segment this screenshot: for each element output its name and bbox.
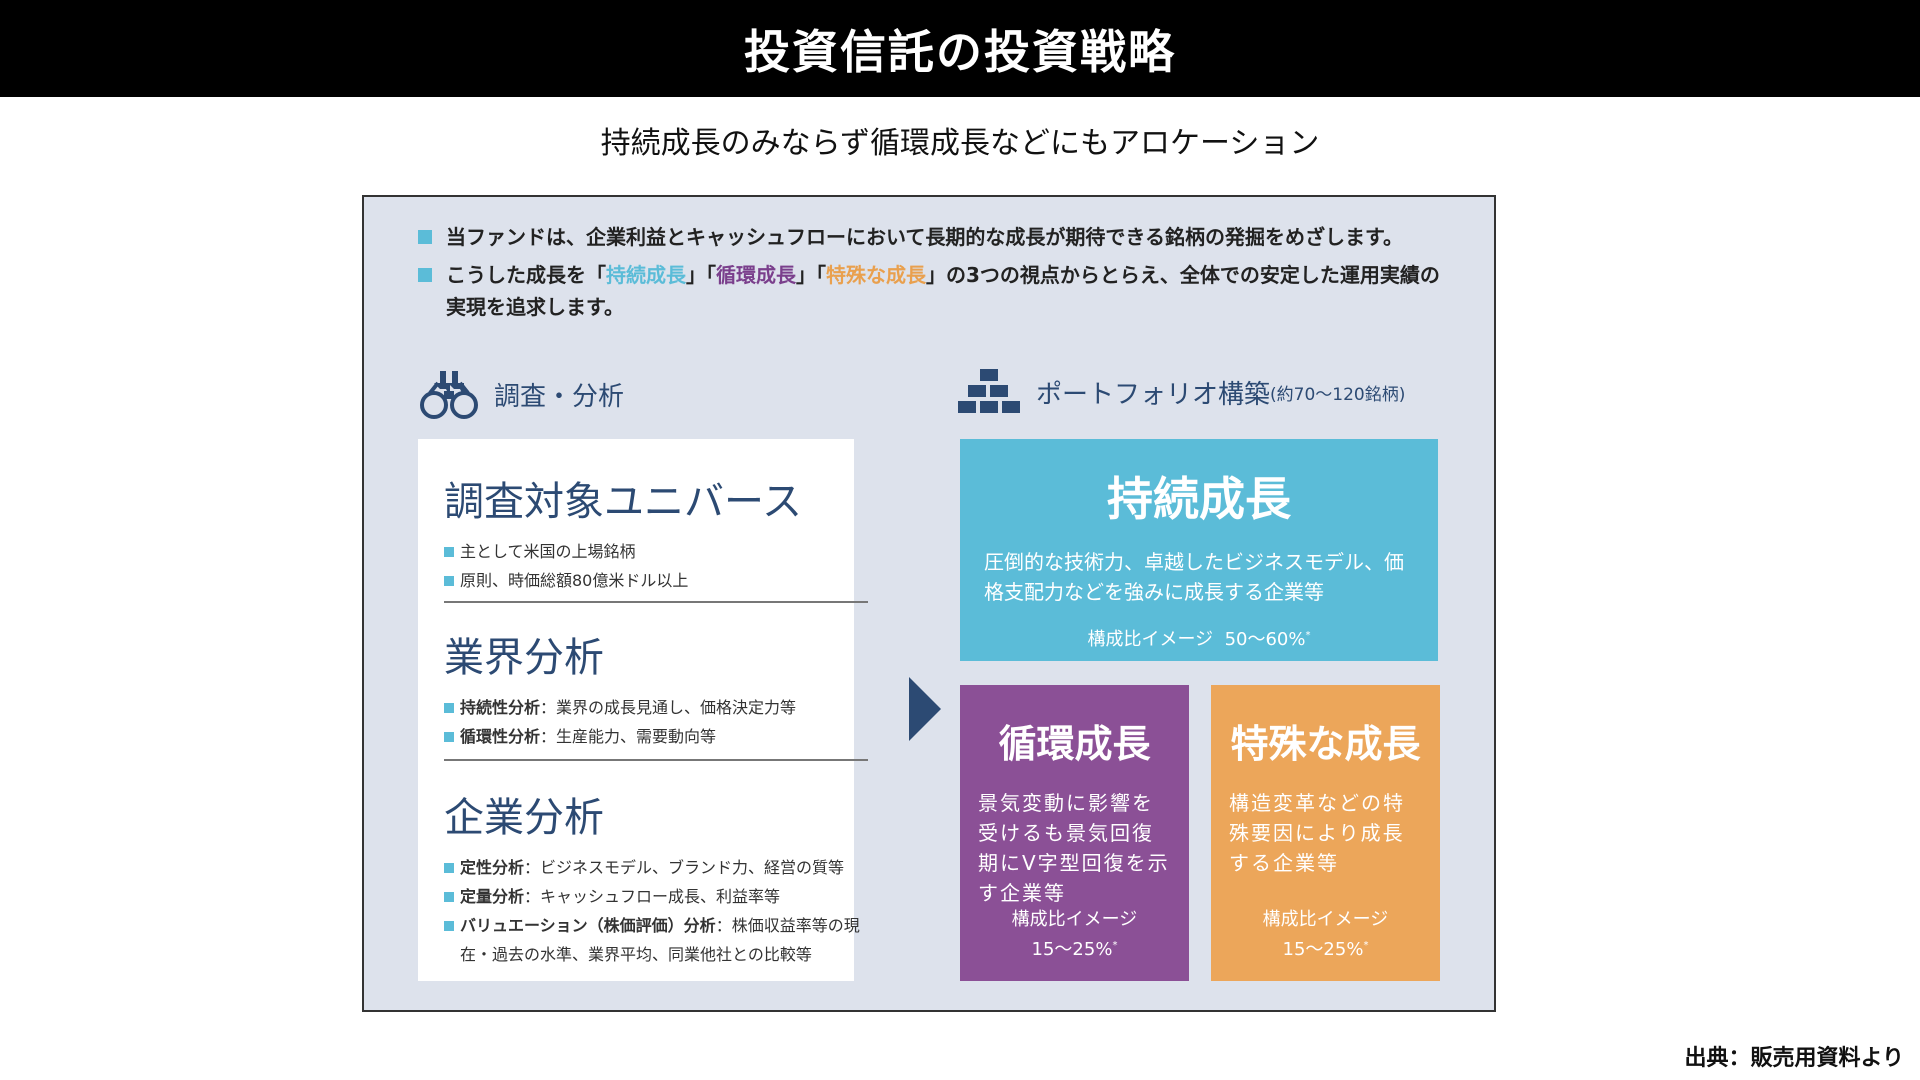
company-item-2-text: ：キャッシュフロー成長、利益率等 [524,887,781,906]
card-cyclical-ratio: 構成比イメージ 15～25%* [960,907,1189,963]
list-item: 原則、時価総額80億米ドル以上 [444,566,868,595]
list-item: 持続性分析：業界の成長見通し、価格決定力等 [444,693,868,722]
universe-item-2: 原則、時価総額80億米ドル以上 [460,571,689,590]
industry-section: 業界分析 持続性分析：業界の成長見通し、価格決定力等 循環性分析：生産能力、需要… [444,625,868,751]
bullet-2-cyclical: 循環成長 [716,263,796,287]
company-item-2-key: 定量分析 [460,887,525,906]
ratio-mark: * [1112,940,1118,951]
research-heading-text: 調査・分析 [494,381,625,412]
list-item: バリュエーション（株価評価）分析：株価収益率等の現在・過去の水準、業界平均、同業… [444,911,868,969]
card-special-title: 特殊な成長 [1230,722,1421,766]
subtitle: 持続成長のみならず循環成長などにもアロケーション [600,126,1320,161]
company-title: 企業分析 [444,795,604,841]
universe-section: 調査対象ユニバース 主として米国の上場銘柄 原則、時価総額80億米ドル以上 [444,469,868,595]
source-note: 出典：販売用資料より [1684,1046,1904,1071]
card-sustainable-title: 持続成長 [1107,472,1291,526]
card-special-desc: 構造変革などの特殊要因により成長する企業等 [1229,791,1405,875]
universe-item-1: 主として米国の上場銘柄 [460,542,636,561]
bullet-2-post: 」の3つの視点からとらえ、全体での安定した運用実績の実現を追求します。 [446,263,1440,319]
list-item: 主として米国の上場銘柄 [444,537,868,566]
square-bullet-icon [444,703,454,713]
industry-item-1-text: ：業界の成長見通し、価格決定力等 [540,698,797,717]
square-bullet-icon [444,921,454,931]
strategy-panel: 当ファンドは、企業利益とキャッシュフローにおいて長期的な成長が期待できる銘柄の発… [362,195,1496,1012]
intro-bullets: 当ファンドは、企業利益とキャッシュフローにおいて長期的な成長が期待できる銘柄の発… [418,221,1458,329]
research-box: 調査対象ユニバース 主として米国の上場銘柄 原則、時価総額80億米ドル以上 業界… [418,439,868,981]
card-special: 特殊な成長 構造変革などの特殊要因により成長する企業等 構成比イメージ 15～25… [1211,685,1440,981]
company-item-1-key: 定性分析 [460,858,525,877]
divider [444,601,868,603]
card-cyclical-desc: 景気変動に影響を受けるも景気回復期にV字型回復を示す企業等 [978,791,1170,905]
card-special-ratio: 構成比イメージ 15～25%* [1211,907,1440,963]
industry-item-1-key: 持続性分析 [460,698,541,717]
bullet-2-pre: こうした成長を「 [446,263,606,287]
bullet-2-mid2: 」「 [796,263,826,287]
portfolio-heading-text: ポートフォリオ構築 [1036,379,1271,410]
bricks-icon [958,369,1020,415]
ratio-mark: * [1305,630,1311,641]
page-title: 投資信託の投資戦略 [744,24,1176,79]
ratio-value: 50～60% [1224,629,1306,650]
bullet-2-mid1: 」「 [686,263,716,287]
card-sustainable-desc: 圧倒的な技術力、卓越したビジネスモデル、価格支配力などを強みに成長する企業等 [984,550,1404,604]
company-item-3-text: ：株価収益率等の現在・過去の水準、業界平均、同業他社との比較等 [460,916,860,964]
list-item: 定性分析：ビジネスモデル、ブランド力、経営の質等 [444,853,868,882]
bullet-2-text: こうした成長を「持続成長」「循環成長」「特殊な成長」の3つの視点からとらえ、全体… [446,259,1458,323]
bullet-1: 当ファンドは、企業利益とキャッシュフローにおいて長期的な成長が期待できる銘柄の発… [418,221,1458,253]
square-bullet-icon [418,268,432,282]
industry-title: 業界分析 [444,635,604,681]
bullet-1-text: 当ファンドは、企業利益とキャッシュフローにおいて長期的な成長が期待できる銘柄の発… [446,225,1403,249]
card-sustainable: 持続成長 圧倒的な技術力、卓越したビジネスモデル、価格支配力などを強みに成長する… [960,439,1438,661]
ratio-value: 15～25% [1031,939,1113,960]
card-sustainable-ratio: 構成比イメージ 50～60%* [960,623,1438,653]
title-bar: 投資信託の投資戦略 [0,0,1920,97]
square-bullet-icon [444,576,454,586]
bullet-2: こうした成長を「持続成長」「循環成長」「特殊な成長」の3つの視点からとらえ、全体… [418,259,1458,323]
portfolio-heading: ポートフォリオ構築 (約70～120銘柄) [958,369,1405,415]
binoculars-icon [420,367,478,421]
universe-title: 調査対象ユニバース [444,479,802,525]
ratio-value: 15～25% [1282,939,1364,960]
ratio-label: 構成比イメージ [1262,909,1389,930]
ratio-label: 構成比イメージ [1087,629,1214,650]
bullet-2-special: 特殊な成長 [826,263,926,287]
divider [444,759,868,761]
ratio-label: 構成比イメージ [1011,909,1138,930]
industry-item-2-text: ：生産能力、需要動向等 [540,727,717,746]
arrow-right-icon [909,677,941,745]
square-bullet-icon [444,863,454,873]
square-bullet-icon [444,732,454,742]
industry-item-2-key: 循環性分析 [460,727,541,746]
company-section: 企業分析 定性分析：ビジネスモデル、ブランド力、経営の質等 定量分析：キャッシュ… [444,785,868,969]
list-item: 定量分析：キャッシュフロー成長、利益率等 [444,882,868,911]
square-bullet-icon [444,892,454,902]
portfolio-heading-note: (約70～120銘柄) [1270,384,1406,405]
square-bullet-icon [444,547,454,557]
ratio-mark: * [1363,940,1369,951]
card-cyclical-title: 循環成長 [998,722,1151,766]
company-item-1-text: ：ビジネスモデル、ブランド力、経営の質等 [524,858,845,877]
card-cyclical: 循環成長 景気変動に影響を受けるも景気回復期にV字型回復を示す企業等 構成比イメ… [960,685,1189,981]
company-item-3-key: バリュエーション（株価評価）分析 [460,916,716,935]
list-item: 循環性分析：生産能力、需要動向等 [444,722,868,751]
square-bullet-icon [418,230,432,244]
research-heading: 調査・分析 [420,367,624,421]
bullet-2-sustainable: 持続成長 [606,263,686,287]
